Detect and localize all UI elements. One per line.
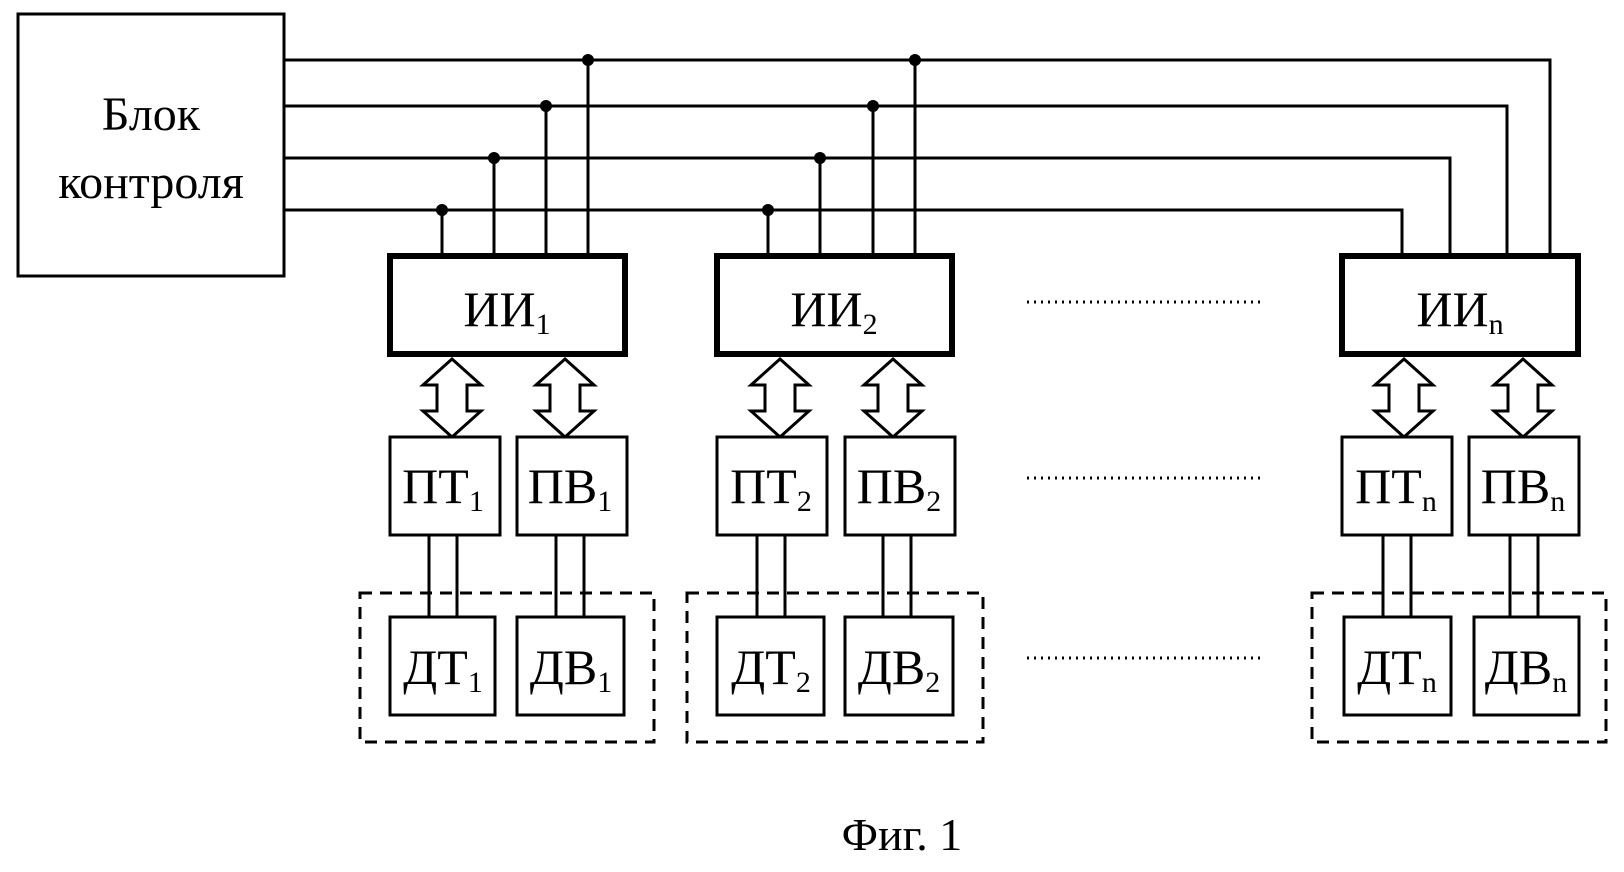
dv-label-1: ДВ1	[530, 639, 612, 699]
bus-line-3	[284, 156, 1452, 256]
dt-label-2: ДТ2	[731, 639, 811, 699]
ii-label-n: ИИn	[1416, 281, 1503, 341]
channel-group-1: ИИ1 ПТ1 ПВ1 ДТ1 ДВ1	[358, 253, 656, 744]
channel-group-2: ИИ2 ПТ2 ПВ2 ДТ2 ДВ2	[685, 253, 985, 744]
pv-label-1: ПВ1	[528, 458, 612, 518]
bidirectional-arrow-pt-2	[747, 356, 813, 440]
dt-label-n: ДТn	[1357, 639, 1437, 699]
bidirectional-arrow-pv-2	[860, 356, 926, 440]
sensor-group-frame-2	[685, 591, 985, 744]
bus-line-1	[284, 58, 1552, 256]
bus-line-4	[284, 208, 1404, 256]
bus-line-2	[284, 104, 1509, 256]
ii-label-2: ИИ2	[790, 281, 877, 341]
continuation-dots	[1027, 300, 1265, 660]
bidirectional-arrow-pt-n	[1371, 356, 1437, 440]
sensor-group-frame-1	[358, 591, 656, 744]
dv-label-2: ДВ2	[858, 639, 940, 699]
dt-label-1: ДТ1	[403, 639, 483, 699]
pt-label-2: ПТ2	[730, 458, 812, 518]
dv-label-n: ДВn	[1485, 639, 1567, 699]
ii-label-1: ИИ1	[463, 281, 550, 341]
figure-caption: Фиг. 1	[842, 809, 963, 860]
pt-label-1: ПТ1	[402, 458, 484, 518]
junction-dots	[436, 54, 921, 216]
bidirectional-arrow-pt-1	[419, 356, 485, 440]
connector-pt-dt-2	[755, 535, 787, 617]
control-block: Блок контроля	[16, 12, 286, 278]
pt-label-n: ПТn	[1355, 458, 1437, 518]
pv-label-2: ПВ2	[857, 458, 941, 518]
bidirectional-arrow-pv-1	[532, 356, 598, 440]
pv-label-n: ПВn	[1481, 458, 1565, 518]
sensor-group-frame-n	[1310, 591, 1608, 744]
bidirectional-arrow-pv-n	[1490, 356, 1556, 440]
channel-group-n: ИИn ПТn ПВn ДТn ДВn	[1310, 253, 1608, 744]
connector-pv-dv-1	[554, 535, 586, 617]
connector-pt-dt-1	[427, 535, 459, 617]
control-block-label-line2: контроля	[58, 156, 244, 209]
connector-pv-dv-n	[1508, 535, 1540, 617]
bus-lines	[284, 58, 1552, 256]
connector-pv-dv-2	[881, 535, 913, 617]
connector-pt-dt-n	[1381, 535, 1413, 617]
control-block-label-line1: Блок	[102, 88, 201, 141]
